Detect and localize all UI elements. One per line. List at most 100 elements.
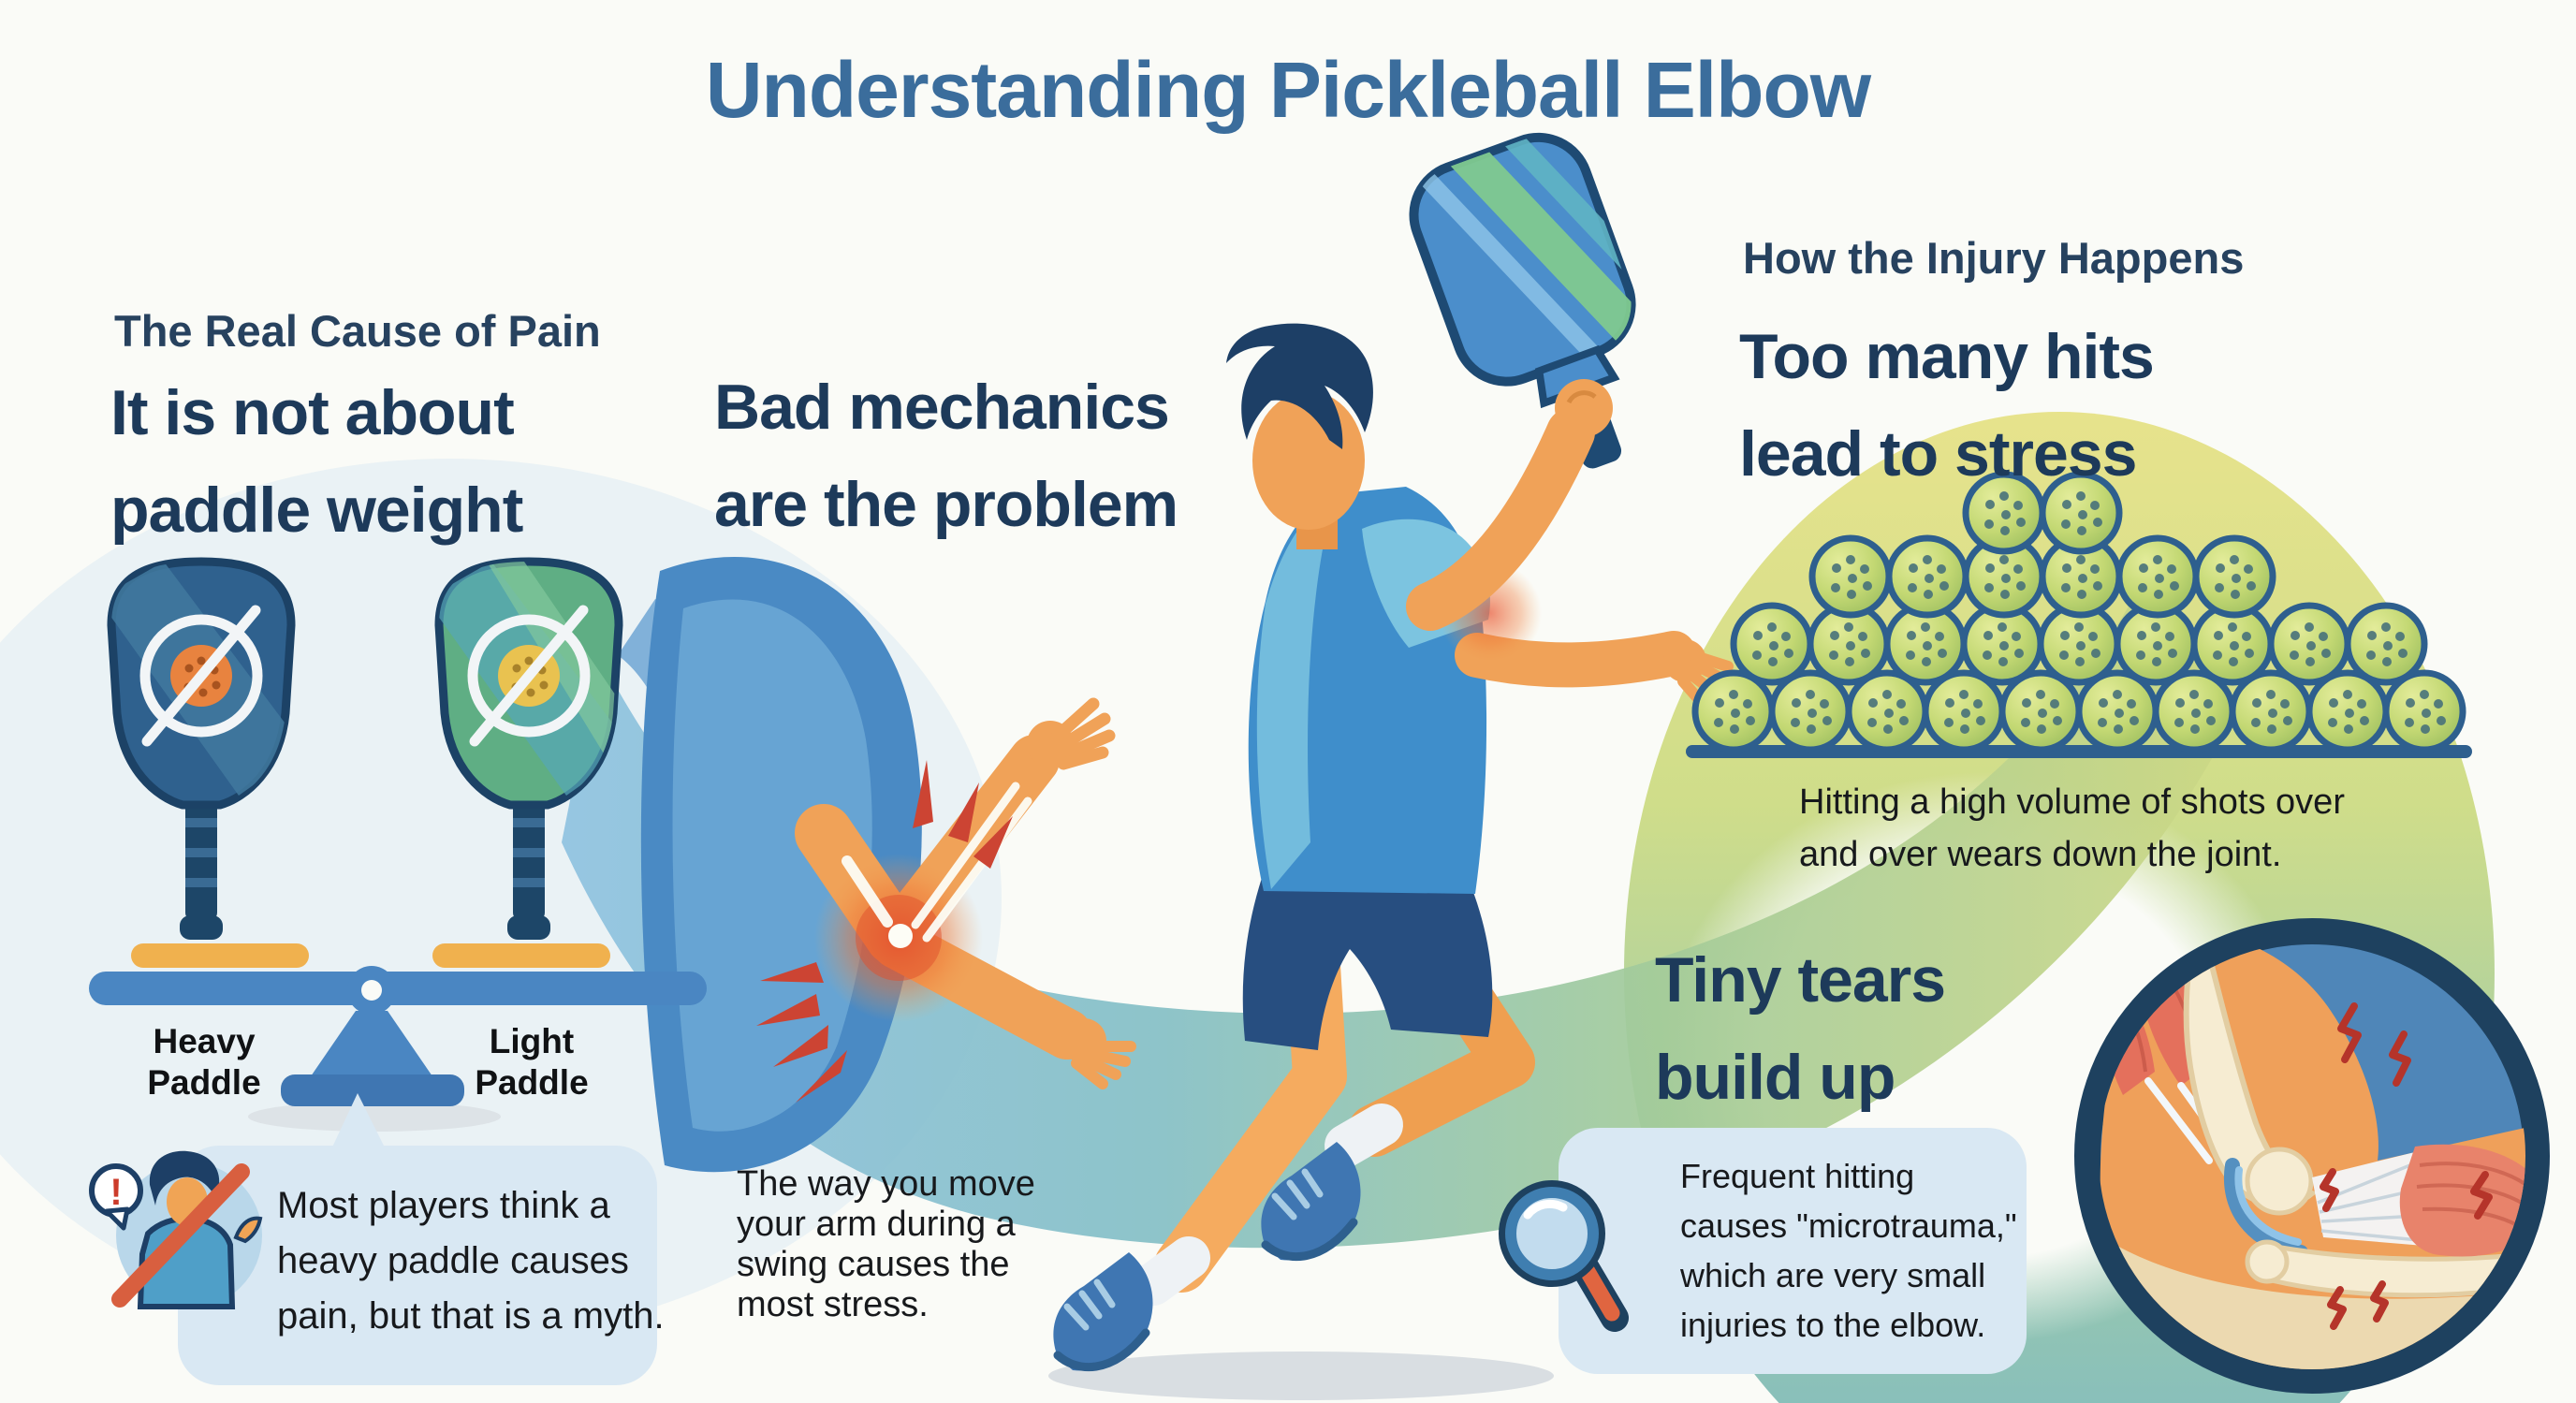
slash-icon	[111, 1163, 250, 1308]
pickleball-hole	[1899, 716, 1909, 725]
pickleball-hole	[2153, 555, 2162, 564]
heavy-paddle-label-line2: Paddle	[147, 1063, 261, 1102]
pickleball-hole	[1752, 650, 1762, 660]
front-shoe-icon	[1053, 1252, 1153, 1372]
injury-heading-line1: Too many hits	[1739, 321, 2155, 392]
pickleball-hole	[2306, 641, 2316, 650]
pickleball-hole	[2381, 622, 2391, 632]
elbow-anatomy-inset	[2074, 918, 2550, 1394]
pickleball-hole	[2076, 641, 2086, 650]
microtrauma-callout	[1559, 1128, 2027, 1374]
pickleball-hole	[2251, 718, 2261, 727]
pickleball-hole	[2189, 690, 2199, 699]
arm-swing-illustration	[640, 556, 1136, 1173]
micro-note-line4: injuries to the elbow.	[1680, 1306, 1986, 1344]
pickleball-hole	[2038, 709, 2047, 718]
pickleball-hole	[2383, 641, 2393, 650]
pickleball-hole	[2001, 510, 2011, 519]
pickleball-hole	[1715, 698, 1724, 708]
pickleball-hole	[1730, 724, 1739, 734]
pickleball-hole	[2231, 590, 2240, 599]
pickleball-hole	[2127, 699, 2136, 709]
pickleball-hole	[2136, 650, 2145, 660]
pickleball-hole	[1846, 555, 1855, 564]
pickleball-hole	[1831, 583, 1840, 592]
pickleball-hole	[2113, 690, 2122, 699]
pickleball-hole	[1984, 583, 1994, 592]
pickleball-hole	[2360, 716, 2369, 725]
pickleball-hole	[1985, 500, 1995, 509]
pickleball-hole	[1792, 698, 1801, 708]
pickleball-hole	[2174, 718, 2184, 727]
pickleball-hole	[1806, 690, 1815, 699]
pickleball-hole	[2437, 716, 2446, 725]
pickleball-hole	[2013, 564, 2023, 574]
pickleball-hole	[2053, 716, 2062, 725]
pickleball-hole	[2230, 641, 2239, 650]
pickleball-hole	[2000, 526, 2010, 535]
pickleball-hole	[1746, 716, 1755, 725]
pickleball-hole	[1846, 641, 1855, 650]
micro-tear-marks	[2320, 1002, 2493, 1330]
pickleball-hole	[1973, 699, 1983, 709]
pickleball-hole	[1935, 632, 1944, 641]
pickleball-hole	[2230, 555, 2239, 564]
pickleball-hole	[2214, 631, 2223, 640]
pickleball-hole	[2245, 649, 2254, 658]
pickleball-hole	[2076, 555, 2086, 564]
pickleball-hole	[1830, 631, 1839, 640]
pickleball-hole	[2344, 724, 2353, 734]
pickleball-hole	[1945, 698, 1954, 708]
pickleball-hole	[2090, 501, 2100, 510]
pickleball-hole	[2137, 631, 2146, 640]
pickleball-hole	[2434, 699, 2443, 709]
player-illustration	[1048, 132, 1737, 1400]
pickleball-hole	[1923, 555, 1932, 564]
balance-scale	[89, 943, 707, 1132]
mechanics-caption-line2: your arm during a	[737, 1205, 1016, 1244]
pickleball-hole	[1944, 718, 1954, 727]
pickleball-hole	[1983, 650, 1992, 660]
pickleball-hole	[2060, 631, 2070, 640]
pickleball-hole	[2252, 698, 2261, 708]
pickleball-pyramid	[1686, 471, 2472, 758]
pickleball-hole	[1845, 657, 1854, 666]
pickleball-hole	[2266, 690, 2276, 699]
pickleball-hole	[2283, 716, 2292, 725]
pickleball-hole	[2090, 564, 2100, 574]
mechanics-caption-line3: swing causes the	[737, 1245, 1010, 1284]
micro-note-line3: which are very small	[1680, 1256, 1986, 1294]
pickleball-hole	[2167, 564, 2176, 574]
pickleball-hole	[1844, 622, 1853, 632]
pickleball-hole	[2138, 583, 2147, 592]
pickleball-hole	[2328, 718, 2337, 727]
pickleball-hole	[1984, 519, 1994, 529]
pickleball-hole	[1729, 690, 1738, 699]
pickleball-hole	[2078, 574, 2087, 583]
pickleball-hole	[1867, 718, 1877, 727]
pickleball-hole	[2016, 581, 2026, 591]
mechanics-heading-line1: Bad mechanics	[714, 372, 1170, 443]
pickleball-hole	[1847, 590, 1856, 599]
pickleball-hole	[2155, 574, 2164, 583]
pickleball-hole	[2016, 518, 2026, 527]
pickleball-hole	[1961, 709, 1970, 718]
pyramid-caption-line1: Hitting a high volume of shots over	[1799, 782, 2345, 822]
pickleball-hole	[2077, 590, 2086, 599]
pickleball-hole	[1998, 622, 2007, 632]
pickleball-hole	[2357, 699, 2366, 709]
pickleball-hole	[2153, 641, 2162, 650]
pickleball-hole	[2229, 657, 2238, 666]
myth-note-line3: pain, but that is a myth.	[277, 1295, 665, 1337]
pickleball-hole	[2022, 698, 2031, 708]
pickleball-hole	[2216, 563, 2225, 573]
pickleball-hole	[1883, 724, 1893, 734]
pickleball-hole	[1999, 491, 2009, 501]
pickleball-hole	[1983, 631, 1993, 640]
mechanics-caption-line1: The way you move	[737, 1164, 1035, 1204]
pickleball-hole	[1998, 657, 2008, 666]
pickleball-hole	[2345, 709, 2354, 718]
mechanics-caption-line4: most stress.	[737, 1285, 929, 1324]
